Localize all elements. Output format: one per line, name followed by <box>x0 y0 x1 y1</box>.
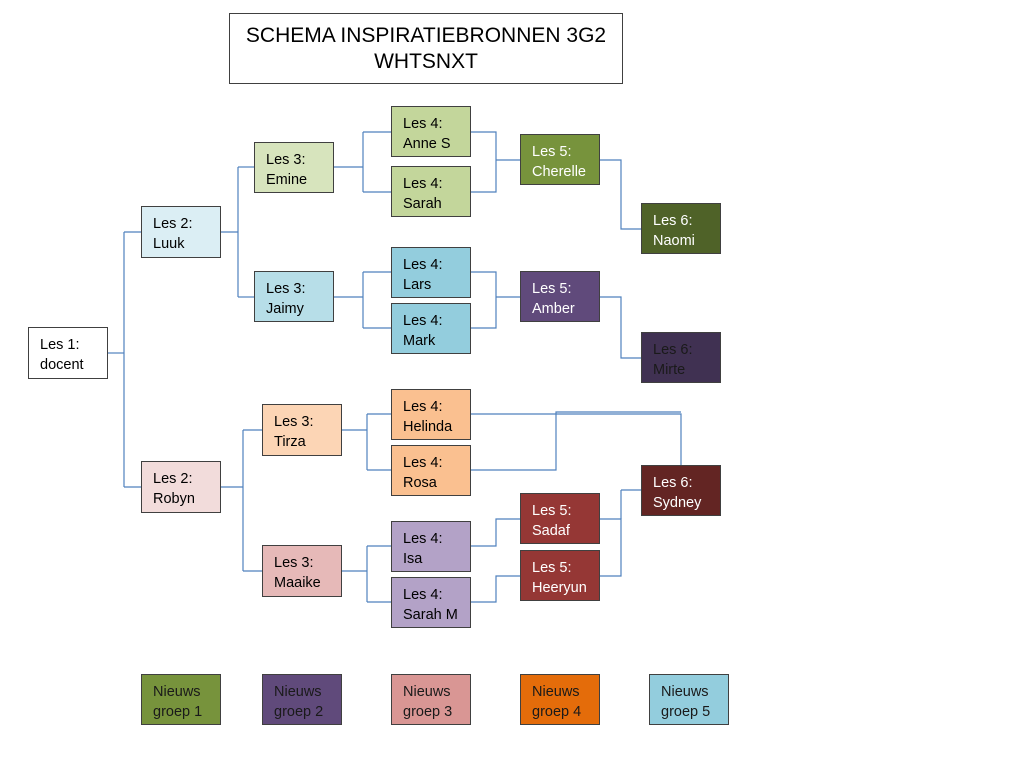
node-label-line-2: Maaike <box>274 575 321 591</box>
node-les4-anne-s: Les 4: Anne S <box>391 106 471 157</box>
node-label-line-1: Les 3: <box>274 414 314 430</box>
connector-to-sadaf <box>471 518 520 547</box>
connector-to-heeryun <box>471 575 520 603</box>
node-label-line-2: Sarah M <box>403 607 458 623</box>
node-label-line-2: Emine <box>266 172 308 188</box>
node-label-line-1: Nieuws <box>403 684 451 700</box>
node-label-line-1: Les 1: <box>40 337 80 353</box>
node-les4-rosa: Les 4: Rosa <box>391 445 471 496</box>
node-label-line-2: Robyn <box>153 491 195 507</box>
node-label-line-1: Les 5: <box>532 144 572 160</box>
node-les4-sarah: Les 4: Sarah <box>391 166 471 217</box>
connector-helinda-to-sydney <box>471 413 682 465</box>
node-les1-docent: Les 1: docent <box>28 327 108 379</box>
node-label-line-2: Sarah <box>403 196 442 212</box>
node-les6-mirte: Les 6: Mirte <box>641 332 721 383</box>
node-label-line-2: Helinda <box>403 419 453 435</box>
node-label-line-1: Les 5: <box>532 503 572 519</box>
node-label-line-2: Mirte <box>653 362 686 378</box>
node-label-line-2: Jaimy <box>266 301 304 317</box>
node-label-line-1: Les 2: <box>153 471 193 487</box>
node-label-line-2: Mark <box>403 333 436 349</box>
node-label-line-2: groep 4 <box>532 704 582 720</box>
node-label-line-1: Les 4: <box>403 313 443 329</box>
node-label-line-2: groep 5 <box>661 704 711 720</box>
node-label-line-1: Nieuws <box>153 684 201 700</box>
node-les2-luuk: Les 2: Luuk <box>141 206 221 258</box>
node-label-line-2: Anne S <box>403 136 451 152</box>
node-les4-mark: Les 4: Mark <box>391 303 471 354</box>
node-label-line-2: Amber <box>532 301 575 317</box>
node-label-line-2: Sadaf <box>532 523 570 539</box>
node-label-line-2: Tirza <box>274 434 306 450</box>
node-label-line-2: Rosa <box>403 475 437 491</box>
node-les3-tirza: Les 3: Tirza <box>262 404 342 456</box>
node-label-line-2: Isa <box>403 551 423 567</box>
node-label-line-2: Sydney <box>653 495 702 511</box>
legend-item-group-1: Nieuws groep 1 <box>141 674 221 725</box>
node-label-line-2: groep 2 <box>274 704 324 720</box>
node-label-line-1: Nieuws <box>532 684 580 700</box>
node-les5-sadaf: Les 5: Sadaf <box>520 493 600 544</box>
node-les4-sarah-m: Les 4: Sarah M <box>391 577 471 628</box>
node-label-line-2: Cherelle <box>532 164 586 180</box>
legend-item-group-3: Nieuws groep 3 <box>391 674 471 725</box>
node-label-line-1: Les 4: <box>403 176 443 192</box>
title-line-1: SCHEMA INSPIRATIEBRONNEN 3G2 <box>245 23 607 47</box>
node-les4-lars: Les 4: Lars <box>391 247 471 298</box>
node-les5-cherelle: Les 5: Cherelle <box>520 134 600 185</box>
connector-to-amber-merge <box>471 271 497 329</box>
node-les6-naomi: Les 6: Naomi <box>641 203 721 254</box>
node-label-line-1: Les 6: <box>653 342 693 358</box>
node-label-line-1: Les 4: <box>403 455 443 471</box>
node-label-line-1: Les 4: <box>403 399 443 415</box>
node-label-line-1: Les 4: <box>403 587 443 603</box>
node-label-line-2: Naomi <box>653 233 695 249</box>
connector-sydney-merge <box>600 518 622 577</box>
node-label-line-1: Les 4: <box>403 116 443 132</box>
node-label-line-1: Les 3: <box>274 555 314 571</box>
node-les3-jaimy: Les 3: Jaimy <box>254 271 334 322</box>
node-label-line-1: Les 3: <box>266 152 306 168</box>
node-label-line-1: Les 4: <box>403 531 443 547</box>
legend-item-group-5: Nieuws groep 5 <box>649 674 729 725</box>
title-line-2: WHTSNXT <box>374 49 478 73</box>
node-label-line-1: Les 3: <box>266 281 306 297</box>
connector-to-naomi <box>600 159 641 230</box>
node-les2-robyn: Les 2: Robyn <box>141 461 221 513</box>
node-label-line-1: Les 6: <box>653 213 693 229</box>
node-label-line-2: docent <box>40 357 84 373</box>
node-label-line-2: groep 3 <box>403 704 453 720</box>
node-les6-sydney: Les 6: Sydney <box>641 465 721 516</box>
connector-to-mirte <box>600 296 641 359</box>
node-les4-isa: Les 4: Isa <box>391 521 471 572</box>
node-label-line-2: groep 1 <box>153 704 203 720</box>
node-les5-heeryun: Les 5: Heeryun <box>520 550 600 601</box>
node-label-line-1: Les 2: <box>153 216 193 232</box>
node-les4-helinda: Les 4: Helinda <box>391 389 471 440</box>
node-les5-amber: Les 5: Amber <box>520 271 600 322</box>
node-les3-maaike: Les 3: Maaike <box>262 545 342 597</box>
legend-item-group-2: Nieuws groep 2 <box>262 674 342 725</box>
node-label-line-2: Lars <box>403 277 432 293</box>
node-label-line-1: Les 6: <box>653 475 693 491</box>
node-label-line-2: Heeryun <box>532 580 587 596</box>
legend-item-group-4: Nieuws groep 4 <box>520 674 600 725</box>
connector-rosa-to-sydney <box>471 411 681 471</box>
node-les3-emine: Les 3: Emine <box>254 142 334 193</box>
node-label-line-1: Les 4: <box>403 257 443 273</box>
node-label-line-1: Nieuws <box>661 684 709 700</box>
node-label-line-1: Les 5: <box>532 281 572 297</box>
node-label-line-1: Nieuws <box>274 684 322 700</box>
connector-to-cherelle-merge <box>471 131 497 193</box>
node-label-line-1: Les 5: <box>532 560 572 576</box>
page-title: SCHEMA INSPIRATIEBRONNEN 3G2 WHTSNXT <box>229 13 623 84</box>
node-label-line-2: Luuk <box>153 236 185 252</box>
